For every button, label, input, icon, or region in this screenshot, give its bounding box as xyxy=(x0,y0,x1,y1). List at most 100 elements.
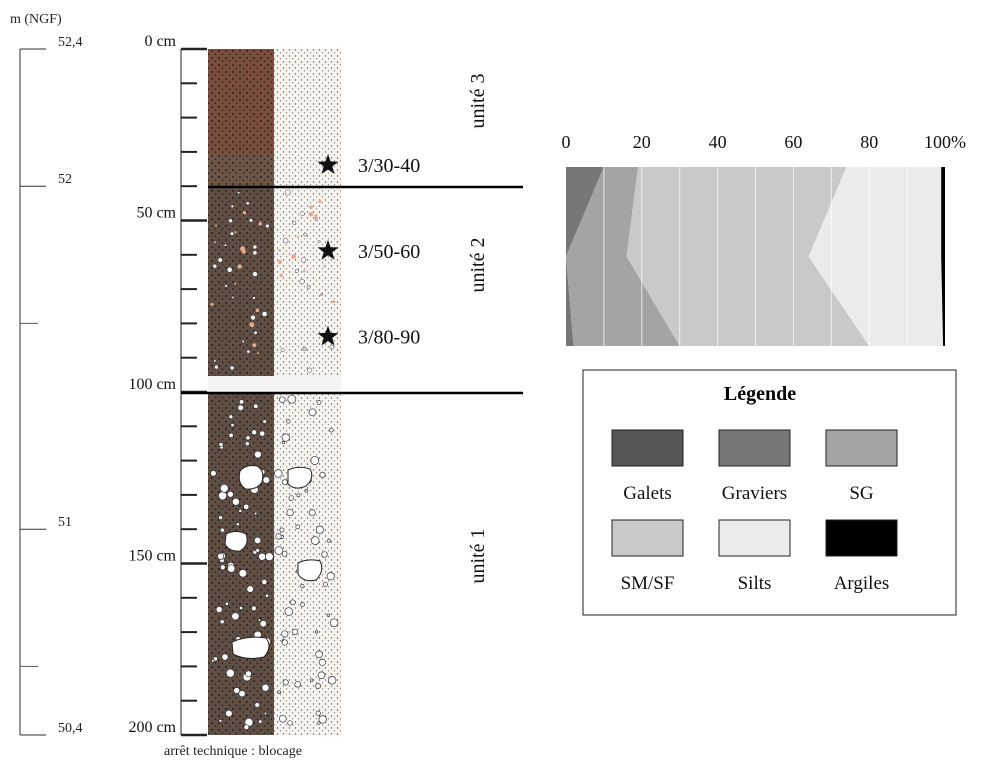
pebble xyxy=(218,491,228,501)
grain xyxy=(252,244,258,250)
pebble xyxy=(273,469,283,478)
cobble xyxy=(238,465,264,490)
grain xyxy=(230,204,234,208)
pebble xyxy=(230,423,235,428)
grain xyxy=(241,340,245,343)
pebble xyxy=(238,690,246,698)
pebble xyxy=(281,479,288,486)
grain xyxy=(234,231,237,234)
pebble xyxy=(238,399,245,405)
grain xyxy=(237,191,241,195)
grain xyxy=(257,352,259,355)
pebble xyxy=(253,536,262,545)
pebble xyxy=(328,676,337,685)
pebble xyxy=(288,495,295,501)
ngf-tick-label: 51 xyxy=(58,515,72,530)
grain xyxy=(217,257,223,263)
chart-area-sm-sf xyxy=(626,167,870,346)
grain xyxy=(228,218,233,223)
grain xyxy=(291,254,296,260)
legend-swatch xyxy=(718,429,791,467)
unit2-coarse-texture xyxy=(274,187,341,376)
pebble xyxy=(327,538,331,543)
grain xyxy=(250,314,256,321)
grain xyxy=(255,308,260,313)
depth-tick-label: 0 cm xyxy=(144,33,176,50)
ngf-axis-title: m (NGF) xyxy=(10,12,62,27)
chart-x-tick-label: 100% xyxy=(924,132,966,152)
grain xyxy=(320,293,323,296)
pebble xyxy=(275,533,282,540)
sample-label: 3/30-40 xyxy=(358,155,420,177)
pebble xyxy=(326,613,331,617)
pebble xyxy=(314,630,319,634)
grain xyxy=(309,205,313,210)
pebble xyxy=(245,670,252,678)
grain xyxy=(280,348,285,353)
pebble xyxy=(310,536,320,545)
grain xyxy=(249,322,255,328)
column-gap xyxy=(208,376,341,393)
legend-swatch xyxy=(718,519,791,557)
pebble xyxy=(274,546,284,555)
pebble xyxy=(221,653,229,661)
pebble xyxy=(237,404,244,412)
grain xyxy=(229,231,235,236)
pebble xyxy=(294,681,301,688)
grain xyxy=(245,201,250,206)
grain xyxy=(210,302,214,306)
sediment-column xyxy=(208,49,341,735)
pebble xyxy=(281,639,288,646)
pebble xyxy=(219,527,225,533)
pebble xyxy=(227,564,236,573)
pebble xyxy=(281,630,289,638)
pebble xyxy=(300,583,305,589)
grain xyxy=(277,259,283,265)
pebble xyxy=(228,432,234,438)
pebble xyxy=(215,606,223,613)
pebble xyxy=(258,719,263,724)
grain xyxy=(253,330,258,335)
grain xyxy=(258,222,262,226)
cobble xyxy=(297,559,323,582)
grain xyxy=(317,240,321,244)
grain xyxy=(307,367,313,373)
grain xyxy=(294,268,299,273)
pebble xyxy=(296,493,301,498)
pebble xyxy=(317,721,321,725)
pebble xyxy=(287,720,293,726)
depth-tick-label: 100 cm xyxy=(128,376,176,393)
pebble xyxy=(310,456,320,465)
pebble xyxy=(227,490,234,498)
legend-swatch xyxy=(611,519,684,557)
grain xyxy=(332,300,336,304)
chart-x-tick-label: 80 xyxy=(860,132,878,152)
grain xyxy=(329,344,335,350)
pebble xyxy=(218,442,224,447)
grain xyxy=(318,199,322,203)
chart-x-tick-label: 60 xyxy=(784,132,802,152)
grain xyxy=(278,249,281,252)
pebble xyxy=(231,612,240,621)
pebble xyxy=(219,619,225,625)
pebble xyxy=(246,585,254,593)
pebble xyxy=(253,403,259,409)
pebble xyxy=(315,683,321,689)
pebble xyxy=(315,525,324,534)
pebble xyxy=(257,618,262,622)
legend-label: Silts xyxy=(738,573,772,594)
pebble xyxy=(295,524,301,530)
grain xyxy=(213,240,217,244)
pebble xyxy=(245,435,251,441)
grain xyxy=(265,223,270,229)
legend-label: SG xyxy=(849,483,874,504)
cobble xyxy=(287,466,313,489)
pebble xyxy=(225,709,233,718)
unit1-texture xyxy=(208,393,274,735)
pebble xyxy=(281,440,286,445)
grain xyxy=(252,271,258,277)
cobble xyxy=(231,636,270,659)
grain xyxy=(223,243,227,247)
